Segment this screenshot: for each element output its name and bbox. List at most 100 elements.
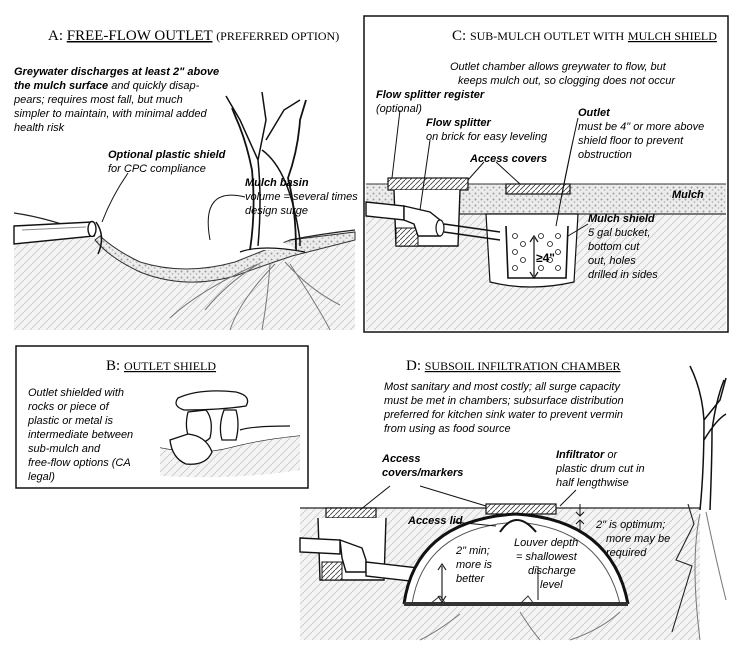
panel-a-title: A: FREE-FLOW OUTLET (PREFERRED OPTION) (48, 28, 339, 44)
svg-text:Access: Access (381, 453, 421, 465)
shield-leader (567, 223, 589, 237)
panel-c-mulch-label: Mulch (672, 189, 704, 201)
svg-text:out, holes: out, holes (588, 255, 636, 267)
access-cover (505, 183, 571, 195)
panel-c-splitter-label: Flow splitter on brick for easy leveling (426, 117, 548, 143)
soil-mass (160, 436, 300, 478)
discharge-pipe (13, 220, 97, 245)
panel-d-min-label: 2" min; more is better (455, 545, 493, 585)
panel-d-note: Most sanitary and most costly; all surge… (383, 381, 624, 435)
panel-d-lid-label: Access lid (407, 515, 463, 527)
svg-text:must be met in chambers; subsu: must be met in chambers; subsurface dist… (384, 395, 624, 407)
lid-leader (453, 521, 497, 527)
svg-text:must be 4" or more above: must be 4" or more above (578, 121, 704, 133)
svg-text:for CPC compliance: for CPC compliance (108, 163, 206, 175)
dimension-arrow (529, 234, 539, 280)
optimum-arrow (575, 504, 585, 530)
panel-c-shield-label: Mulch shield 5 gal bucket, bottom cut ou… (588, 213, 658, 281)
panel-a-note: Greywater discharges at least 2" above t… (13, 66, 219, 134)
svg-text:(optional): (optional) (376, 103, 422, 115)
panel-c-sub-mulch-outlet: ≥4" C: SUB-MULCH OUTLET WITH MULCH SHIEL… (363, 15, 729, 333)
min-depth-arrow (437, 563, 447, 603)
panel-a-free-flow-outlet: A: FREE-FLOW OUTLET (PREFERRED OPTION) G… (13, 28, 358, 331)
svg-text:Mulch shield: Mulch shield (588, 213, 655, 225)
svg-text:from using as food source: from using as food source (384, 423, 511, 435)
svg-text:better: better (456, 573, 485, 585)
panel-b-frame (15, 345, 309, 489)
mulch-basin (94, 231, 356, 283)
panel-c-note: Outlet chamber allows greywater to flow,… (450, 61, 676, 87)
bucket-pit (485, 213, 579, 288)
svg-text:more is: more is (456, 559, 493, 571)
roots (419, 611, 621, 641)
svg-text:Greywater discharges at least: Greywater discharges at least 2" above (14, 66, 219, 78)
panel-a-basin-label: Mulch basin volume = several times desig… (245, 177, 358, 217)
svg-text:shield floor to prevent: shield floor to prevent (578, 135, 684, 147)
svg-text:drilled in sides: drilled in sides (588, 269, 658, 281)
svg-text:sub-mulch and: sub-mulch and (28, 443, 101, 455)
panel-d-optimum-label: 2" is optimum; more may be required (595, 519, 670, 559)
access-cover-right (485, 503, 557, 515)
roots (169, 261, 341, 331)
covers-leader (359, 485, 487, 511)
svg-text:2" is optimum;: 2" is optimum; (595, 519, 665, 531)
svg-text:= shallowest: = shallowest (516, 551, 578, 563)
svg-text:Flow splitter: Flow splitter (426, 117, 492, 129)
svg-text:intermediate between: intermediate between (28, 429, 133, 441)
panel-d-title: D: SUBSOIL INFILTRATION CHAMBER (406, 358, 621, 374)
svg-text:Mulch basin: Mulch basin (245, 177, 309, 189)
svg-text:half lengthwise: half lengthwise (556, 477, 629, 489)
infiltrator-leader (559, 489, 577, 507)
infiltrator-chamber (402, 512, 630, 606)
panel-c-covers-label: Access covers (469, 153, 547, 165)
outlet-leader (555, 117, 579, 227)
svg-text:design surge: design surge (245, 205, 308, 217)
svg-text:plastic drum cut in: plastic drum cut in (555, 463, 645, 475)
basin-leader (207, 194, 246, 241)
tree-right (671, 365, 727, 641)
splitter-leader (419, 139, 431, 211)
svg-text:the mulch surface and quickly: the mulch surface and quickly disap- (14, 80, 200, 92)
svg-text:rocks or piece of: rocks or piece of (28, 401, 110, 413)
inlet-pipe (365, 201, 501, 241)
svg-text:Optional plastic shield: Optional plastic shield (108, 149, 226, 161)
svg-text:pears; requires most fall, but: pears; requires most fall, but much (13, 94, 183, 106)
panel-d-subsoil-chamber: D: SUBSOIL INFILTRATION CHAMBER Most san… (299, 358, 727, 641)
mulch-shield-bucket (505, 225, 569, 279)
shield-leader (101, 172, 129, 223)
svg-text:Outlet: Outlet (578, 107, 611, 119)
svg-text:legal): legal) (28, 471, 55, 483)
svg-text:2" min;: 2" min; (455, 545, 490, 557)
svg-text:free-flow options (CA: free-flow options (CA (28, 457, 131, 469)
svg-text:health risk: health risk (14, 122, 65, 134)
panel-d-infiltrator-label: Infiltrator or plastic drum cut in half … (555, 449, 645, 489)
svg-text:obstruction: obstruction (578, 149, 632, 161)
plastic-shield (95, 221, 103, 255)
svg-text:plastic or metal is: plastic or metal is (27, 415, 113, 427)
rocks (169, 390, 249, 465)
panel-a-shield-label: Optional plastic shield for CPC complian… (108, 149, 226, 175)
svg-text:level: level (540, 579, 563, 591)
svg-text:discharge: discharge (528, 565, 576, 577)
svg-text:Outlet shielded with: Outlet shielded with (28, 387, 124, 399)
panel-b-note: Outlet shielded with rocks or piece of p… (27, 387, 133, 483)
register-leader (391, 109, 401, 179)
svg-text:Most sanitary and most costly;: Most sanitary and most costly; all surge… (384, 381, 621, 393)
tree (225, 91, 307, 253)
svg-text:simpler to maintain, with mini: simpler to maintain, with minimal added (14, 108, 207, 120)
panel-c-register-label: Flow splitter register (optional) (376, 89, 485, 115)
panel-c-outlet-label: Outlet must be 4" or more above shield f… (578, 107, 704, 161)
svg-text:on brick for easy leveling: on brick for easy leveling (426, 131, 548, 143)
panel-b-outlet-shield: B: OUTLET SHIELD Outlet shielded with ro… (15, 345, 309, 489)
svg-text:more may be: more may be (606, 533, 670, 545)
access-cover-left (325, 507, 377, 519)
panel-c-title: C: SUB-MULCH OUTLET WITH MULCH SHIELD (452, 28, 717, 44)
panel-c-frame (363, 15, 729, 333)
svg-text:required: required (606, 547, 647, 559)
svg-text:preferred for kitchen sink wat: preferred for kitchen sink water to prev… (383, 409, 623, 421)
covers-leader (467, 161, 521, 185)
svg-text:Infiltrator or: Infiltrator or (556, 449, 618, 461)
panel-d-louver-label: Louver depth = shallowest discharge leve… (514, 537, 578, 591)
